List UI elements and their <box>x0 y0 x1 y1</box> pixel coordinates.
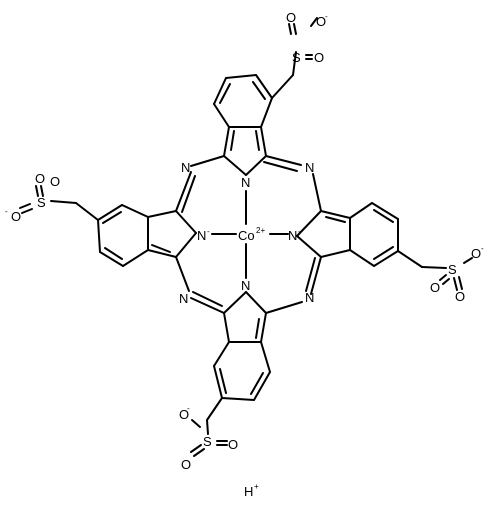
sulfonate-bottom-oxygen-down: O <box>181 457 191 472</box>
sulfonate-left-oxygen-right: O <box>50 174 60 189</box>
sulfonate-right-sulfur: S <box>448 262 457 277</box>
metal-center-charge: 2+ <box>256 226 265 235</box>
sulfonate-bottom-oxide-charge: - <box>187 404 190 413</box>
sulfonate-right-oxide-charge: - <box>481 244 484 253</box>
sulfonate-left-oxide: O <box>11 209 21 224</box>
sulfonate-top-oxide-charge: - <box>325 12 328 21</box>
aza-nitrogen-top-right: N <box>305 160 314 175</box>
counter-ion-charge: + <box>254 482 259 491</box>
core-nitrogen-bottom: N <box>241 278 250 293</box>
bonds <box>19 17 473 457</box>
counter-ion: H <box>244 484 253 499</box>
sulfonate-bottom-sulfur: S <box>203 434 212 449</box>
sulfonate-left-oxide-charge: - <box>5 207 8 216</box>
sulfonate-top-oxygen-right: O <box>314 50 324 65</box>
aza-nitrogen-bottom-left: N <box>179 291 188 306</box>
sulfonate-top-oxide: O <box>316 14 326 29</box>
atom-labels: N N - N - N N N N N Co 2+ S O O O - S O … <box>5 10 484 499</box>
sulfonate-right-oxygen-down: O <box>455 289 465 304</box>
sulfonate-left-sulfur: S <box>37 195 46 210</box>
aza-nitrogen-top-left: N <box>181 160 190 175</box>
sulfonate-right-oxide: O <box>471 246 481 261</box>
sulfonate-bottom-oxide: O <box>179 407 189 422</box>
core-nitrogen-top: N <box>241 175 250 190</box>
sulfonate-right-oxygen-left: O <box>430 280 440 295</box>
core-nitrogen-left: N <box>197 228 206 243</box>
core-nitrogen-right-charge: - <box>298 227 301 236</box>
sulfonate-left-oxygen-up: O <box>35 171 45 186</box>
sulfonate-bottom-oxygen-right: O <box>228 437 238 452</box>
aza-nitrogen-bottom-right: N <box>305 290 314 305</box>
core-nitrogen-right: N <box>288 228 297 243</box>
metal-center: Co <box>238 228 255 243</box>
sulfonate-top-oxygen-up: O <box>286 10 296 25</box>
sulfonate-top-sulfur: S <box>292 50 301 65</box>
core-nitrogen-left-charge: - <box>207 227 210 236</box>
